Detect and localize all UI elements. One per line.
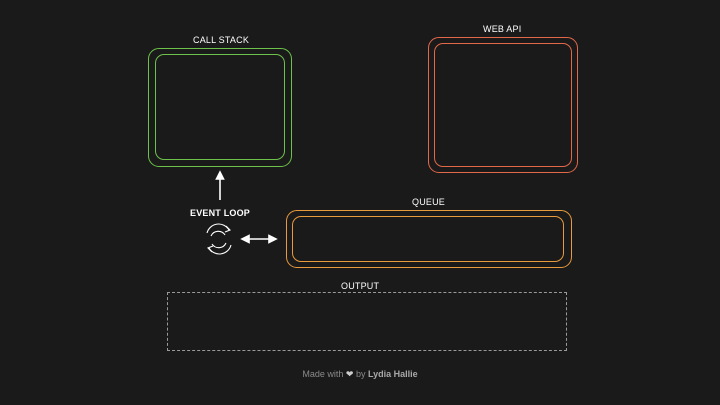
queue-inner-box xyxy=(292,216,564,262)
footer-author: Lydia Hallie xyxy=(367,369,418,379)
output-box xyxy=(167,292,567,351)
web-api-box xyxy=(428,37,578,173)
heart-icon: ❤ xyxy=(345,369,354,379)
footer-made-with: Made with xyxy=(302,369,344,379)
queue-label: QUEUE xyxy=(412,197,446,207)
credit-footer: Made with ❤ by Lydia Hallie xyxy=(0,369,720,380)
event-loop-label: EVENT LOOP xyxy=(190,208,251,218)
web-api-inner-box xyxy=(434,43,572,167)
call-stack-inner-box xyxy=(155,54,285,160)
call-stack-box xyxy=(148,48,292,167)
output-label: OUTPUT xyxy=(341,281,380,291)
footer-by: by xyxy=(355,369,366,379)
refresh-icon xyxy=(206,223,232,255)
call-stack-label: CALL STACK xyxy=(193,35,250,45)
web-api-label: WEB API xyxy=(483,24,522,34)
queue-box xyxy=(286,210,572,268)
